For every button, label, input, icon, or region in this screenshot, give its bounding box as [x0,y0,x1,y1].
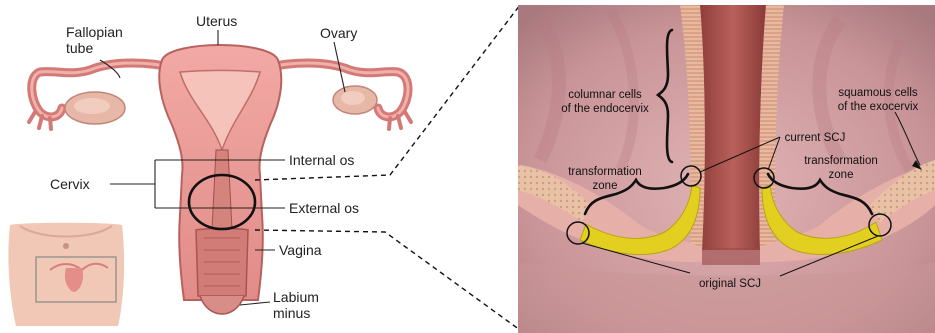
label-cervix: Cervix [50,176,90,192]
label-external-os: External os [289,200,359,216]
label-fallopian-tube-1: Fallopian [66,24,123,40]
endocervical-canal [700,5,766,250]
label-tz-left-2: zone [593,180,618,192]
label-labium-minus-2: minus [273,305,310,321]
label-vagina: Vagina [279,242,322,258]
torso-inset [4,222,130,326]
label-tz-right-1: transformation [804,155,878,167]
label-squamous-1: squamous cells [838,87,918,99]
label-ovary: Ovary [320,25,357,41]
label-tz-left-1: transformation [568,166,642,178]
label-current-scj: current SCJ [785,132,846,144]
cervical-canal [212,150,232,230]
label-internal-os: Internal os [289,152,354,168]
label-labium-minus-1: Labium [273,289,319,305]
label-uterus: Uterus [196,13,237,29]
label-squamous-2: of the exocervix [838,101,919,113]
label-original-scj: original SCJ [699,278,761,290]
labium-minus [200,296,244,314]
label-columnar-1: columnar cells [568,89,642,101]
label-tz-right-2: zone [829,169,854,181]
label-fallopian-tube-2: tube [66,40,93,56]
label-columnar-2: of the endocervix [561,103,649,115]
